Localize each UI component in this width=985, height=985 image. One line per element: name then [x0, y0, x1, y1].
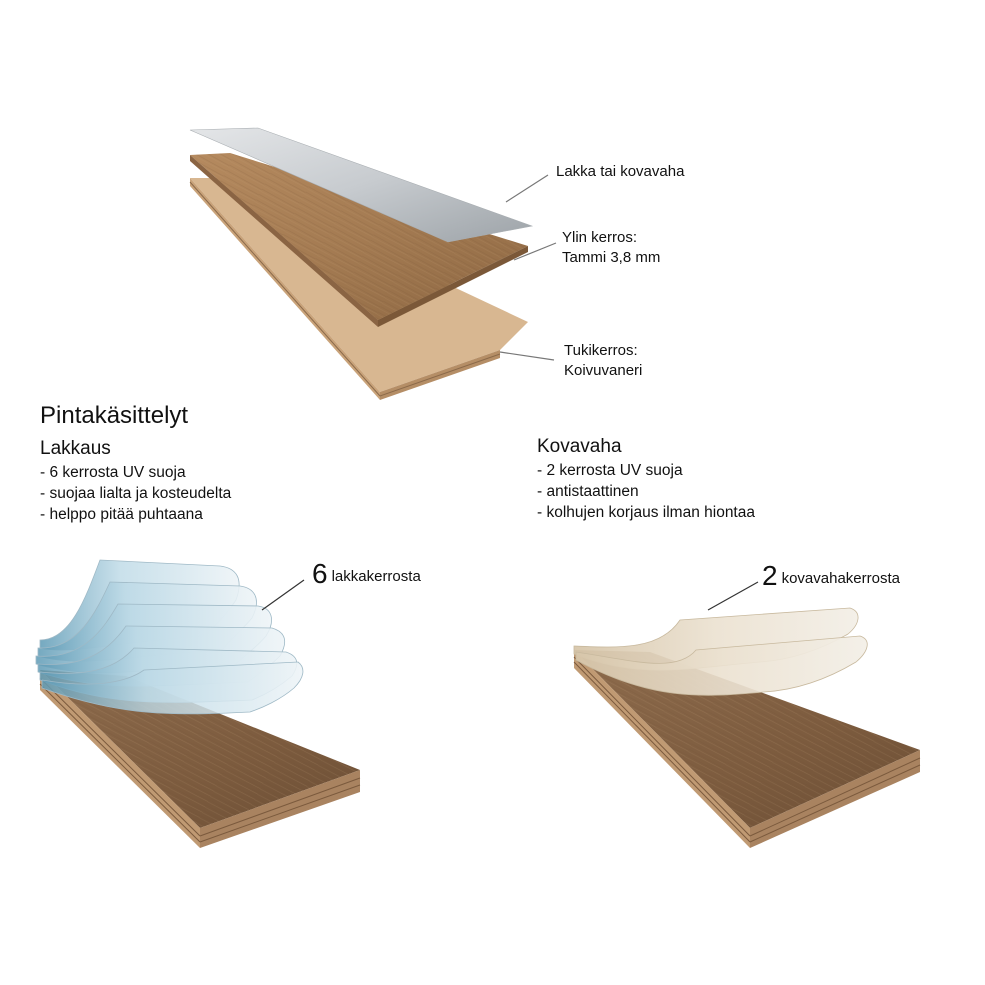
wax-film-stack [573, 607, 868, 696]
list-item: - kolhujen korjaus ilman hiontaa [537, 504, 755, 521]
lacquer-film [189, 127, 534, 243]
lakkaus-title: Lakkaus [40, 438, 111, 459]
list-item: - helppo pitää puhtaana [40, 506, 203, 523]
lacquer-leader-line [505, 174, 549, 203]
wax-count-label: kovavahakerrosta [781, 570, 900, 587]
support-callout-line1: Tukikerros: [564, 342, 638, 359]
wax-count-number: 2 [762, 560, 778, 591]
list-item: - 2 kerrosta UV suoja [537, 462, 683, 479]
lacquer-count-label: lakkakerrosta [331, 568, 421, 585]
lacquer-callout: Lakka tai kovavaha [556, 163, 685, 180]
lakkaus-block: Lakkaus - 6 kerrosta UV suoja - suojaa l… [40, 438, 231, 525]
lacquer-count-number: 6 [312, 558, 328, 589]
wax-count-leader-line [707, 581, 759, 611]
top-layer-leader-line [513, 242, 557, 261]
support-leader-line [499, 351, 555, 361]
lacquer-count-leader-line [261, 579, 305, 611]
lacquer-board [39, 670, 361, 848]
support-callout-line2: Koivuvaneri [564, 362, 643, 379]
exploded-board [189, 127, 534, 400]
kovavaha-list: - 2 kerrosta UV suoja - antistaattinen -… [537, 460, 755, 523]
top-layer-callout-line1: Ylin kerros: [562, 229, 638, 246]
top-layer-callout-line2: Tammi 3,8 mm [562, 249, 661, 266]
lacquer-film-stack [35, 559, 304, 715]
section-title: Pintakäsittelyt [40, 402, 189, 429]
list-item: - suojaa lialta ja kosteudelta [40, 485, 232, 502]
list-item: - antistaattinen [537, 483, 639, 500]
kovavaha-block: Kovavaha - 2 kerrosta UV suoja - antista… [537, 436, 755, 523]
wax-board [573, 650, 921, 848]
kovavaha-title: Kovavaha [537, 436, 622, 457]
lakkaus-list: - 6 kerrosta UV suoja - suojaa lialta ja… [40, 462, 231, 525]
list-item: - 6 kerrosta UV suoja [40, 464, 186, 481]
